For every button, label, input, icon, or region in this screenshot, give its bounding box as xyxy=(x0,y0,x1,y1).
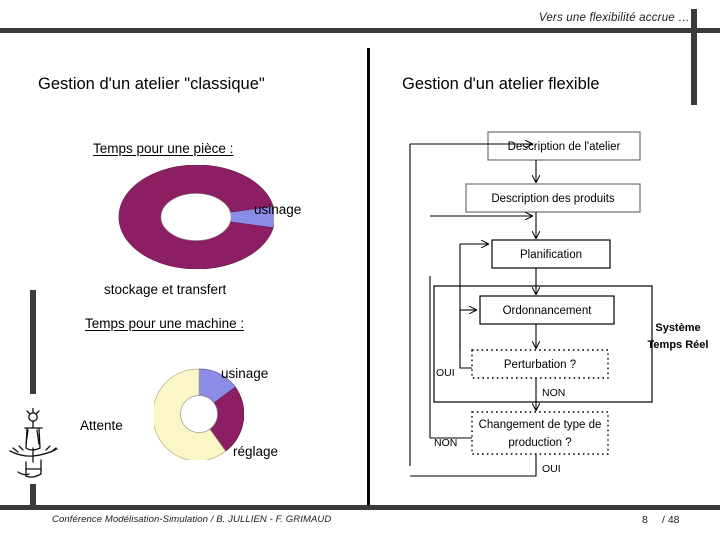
donut-chart-temps-machine xyxy=(154,368,244,460)
label-reglage: réglage xyxy=(233,444,279,459)
label-attente: Attente xyxy=(80,418,123,433)
right-column-title: Gestion d'un atelier flexible xyxy=(402,75,600,93)
edge-label-perturbation-oui: OUI xyxy=(436,367,455,379)
flow-label-planification: Planification xyxy=(520,249,582,261)
slide-header-title: Vers une flexibilité accrue … xyxy=(538,12,690,24)
edge-label-changement-oui: OUI xyxy=(542,463,561,475)
flow-node-ordonnancement xyxy=(479,295,615,325)
flow-label-perturbation: Perturbation ? xyxy=(504,359,576,371)
flow-node-planification xyxy=(491,239,611,269)
flow-node-changement-production xyxy=(471,411,609,455)
label-usinage-machine: usinage xyxy=(221,366,269,381)
left-accent-bar-top xyxy=(30,290,36,394)
flow-label-ordonnancement: Ordonnancement xyxy=(503,305,593,317)
flow-label-description-produits: Description des produits xyxy=(491,193,615,205)
chart-heading-piece: Temps pour une pièce : xyxy=(93,141,234,156)
donut-chart-temps-piece xyxy=(118,165,274,269)
flow-label-changement-line1: Changement de type de xyxy=(479,419,602,431)
page-number-total: / 48 xyxy=(662,514,680,526)
label-stockage-transfert: stockage et transfert xyxy=(104,282,227,297)
flow-node-perturbation xyxy=(471,349,609,379)
flow-node-description-produits xyxy=(465,183,641,213)
edge-label-perturbation-non: NON xyxy=(542,387,565,399)
page-number-current: 8 xyxy=(642,514,648,526)
flow-label-description-atelier: Description de l'atelier xyxy=(508,141,621,153)
label-usinage-piece: usinage xyxy=(254,202,302,217)
system-temps-reel-label: Système Temps Réel xyxy=(638,320,718,354)
flow-label-changement-line2: production ? xyxy=(508,437,571,449)
flow-node-description-atelier xyxy=(487,131,641,161)
left-accent-bar-bottom xyxy=(30,484,36,508)
system-label-line1: Système xyxy=(655,322,701,334)
footer-rule xyxy=(0,505,720,510)
flowchart-atelier-flexible: OUI NON NON OUI Description de l'atelier… xyxy=(409,131,653,477)
edge-label-changement-non: NON xyxy=(434,437,457,449)
header-vertical-bar xyxy=(691,9,697,105)
left-column-title: Gestion d'un atelier "classique" xyxy=(38,75,265,93)
column-divider xyxy=(367,48,370,506)
worker-sketch-icon xyxy=(9,408,58,478)
footer-credit: Conférence Modélisation-Simulation / B. … xyxy=(52,514,332,525)
header-rule xyxy=(0,28,720,33)
system-label-line2: Temps Réel xyxy=(647,339,709,351)
chart-heading-machine: Temps pour une machine : xyxy=(85,316,245,331)
